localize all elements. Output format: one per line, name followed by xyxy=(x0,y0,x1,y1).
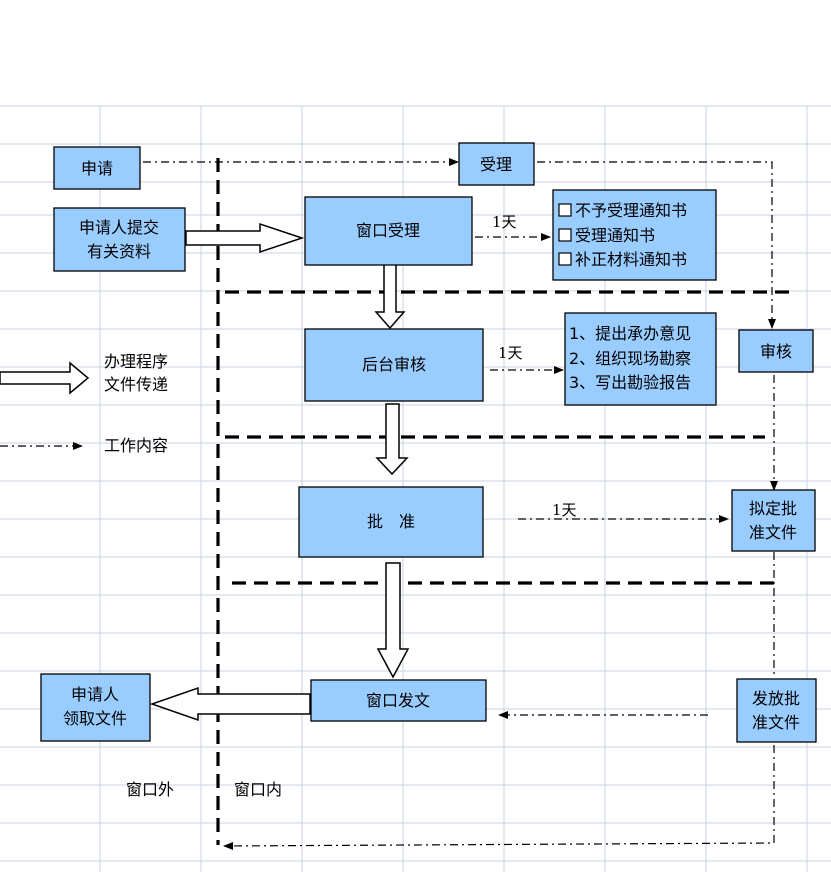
draft-label-line1: 拟定批 xyxy=(749,499,797,518)
task-item: 1、提出承办意见 xyxy=(569,324,691,343)
accept-box: 受理 xyxy=(458,142,535,186)
receive-label-line2: 领取文件 xyxy=(63,709,127,728)
work-flow-connectors xyxy=(143,158,778,850)
legend-process-label-1: 办理程序 xyxy=(104,352,168,371)
notice-item: 受理通知书 xyxy=(575,226,655,245)
legend-work-label: 工作内容 xyxy=(104,436,168,455)
review-label: 审核 xyxy=(760,342,792,361)
notice-checkbox-3 xyxy=(558,252,572,266)
approve-label: 批 准 xyxy=(367,512,415,531)
task-item: 3、写出勘验报告 xyxy=(569,373,691,392)
issue-label-line2: 准文件 xyxy=(752,713,800,732)
tasks-box: 1、提出承办意见 2、组织现场勘察 3、写出勘验报告 xyxy=(564,312,717,406)
notices-box: 不予受理通知书 受理通知书 补正材料通知书 xyxy=(552,189,717,281)
window-issue-box: 窗口发文 xyxy=(310,679,487,722)
issue-label-line1: 发放批 xyxy=(752,689,800,708)
review-box: 审核 xyxy=(738,329,814,373)
task-item: 2、组织现场勘察 xyxy=(569,349,691,368)
window-issue-label: 窗口发文 xyxy=(366,691,430,710)
zone-inside-label: 窗口内 xyxy=(234,780,282,799)
duration-label: 1天 xyxy=(552,501,577,519)
duration-label: 1天 xyxy=(492,213,517,231)
zone-outside-label: 窗口外 xyxy=(126,780,174,799)
backend-review-label: 后台审核 xyxy=(362,355,426,374)
notice-item: 补正材料通知书 xyxy=(575,250,687,269)
process-arrow-window-to-backend xyxy=(374,261,406,330)
accept-label: 受理 xyxy=(480,155,512,174)
window-accept-box: 窗口受理 xyxy=(304,196,473,266)
notice-item: 不予受理通知书 xyxy=(575,201,687,220)
notice-checkbox-2 xyxy=(558,228,572,242)
submit-label-line1: 申请人提交 xyxy=(79,218,159,237)
legend-process-label-2: 文件传递 xyxy=(104,375,168,394)
approve-box: 批 准 xyxy=(298,486,484,558)
apply-label: 申请 xyxy=(81,159,113,178)
backend-review-box: 后台审核 xyxy=(304,328,484,402)
legend-process-arrow-icon xyxy=(0,361,90,395)
draft-approval-box: 拟定批 准文件 xyxy=(731,489,816,552)
process-arrow-submit-to-window xyxy=(185,222,305,254)
apply-box: 申请 xyxy=(53,146,141,190)
process-arrow-issue-to-receive xyxy=(149,686,311,722)
receive-documents-box: 申请人 领取文件 xyxy=(40,673,151,742)
submit-label-line2: 有关资料 xyxy=(87,242,151,261)
receive-label-line1: 申请人 xyxy=(71,685,119,704)
notice-checkbox-1 xyxy=(558,203,572,217)
issue-approval-box: 发放批 准文件 xyxy=(736,678,817,743)
draft-label-line2: 准文件 xyxy=(749,523,797,542)
process-arrow-approve-to-issue xyxy=(376,562,410,679)
process-arrow-backend-to-approve xyxy=(375,403,409,476)
window-accept-label: 窗口受理 xyxy=(356,221,420,240)
submit-materials-box: 申请人提交 有关资料 xyxy=(53,207,186,272)
duration-label: 1天 xyxy=(498,344,523,362)
